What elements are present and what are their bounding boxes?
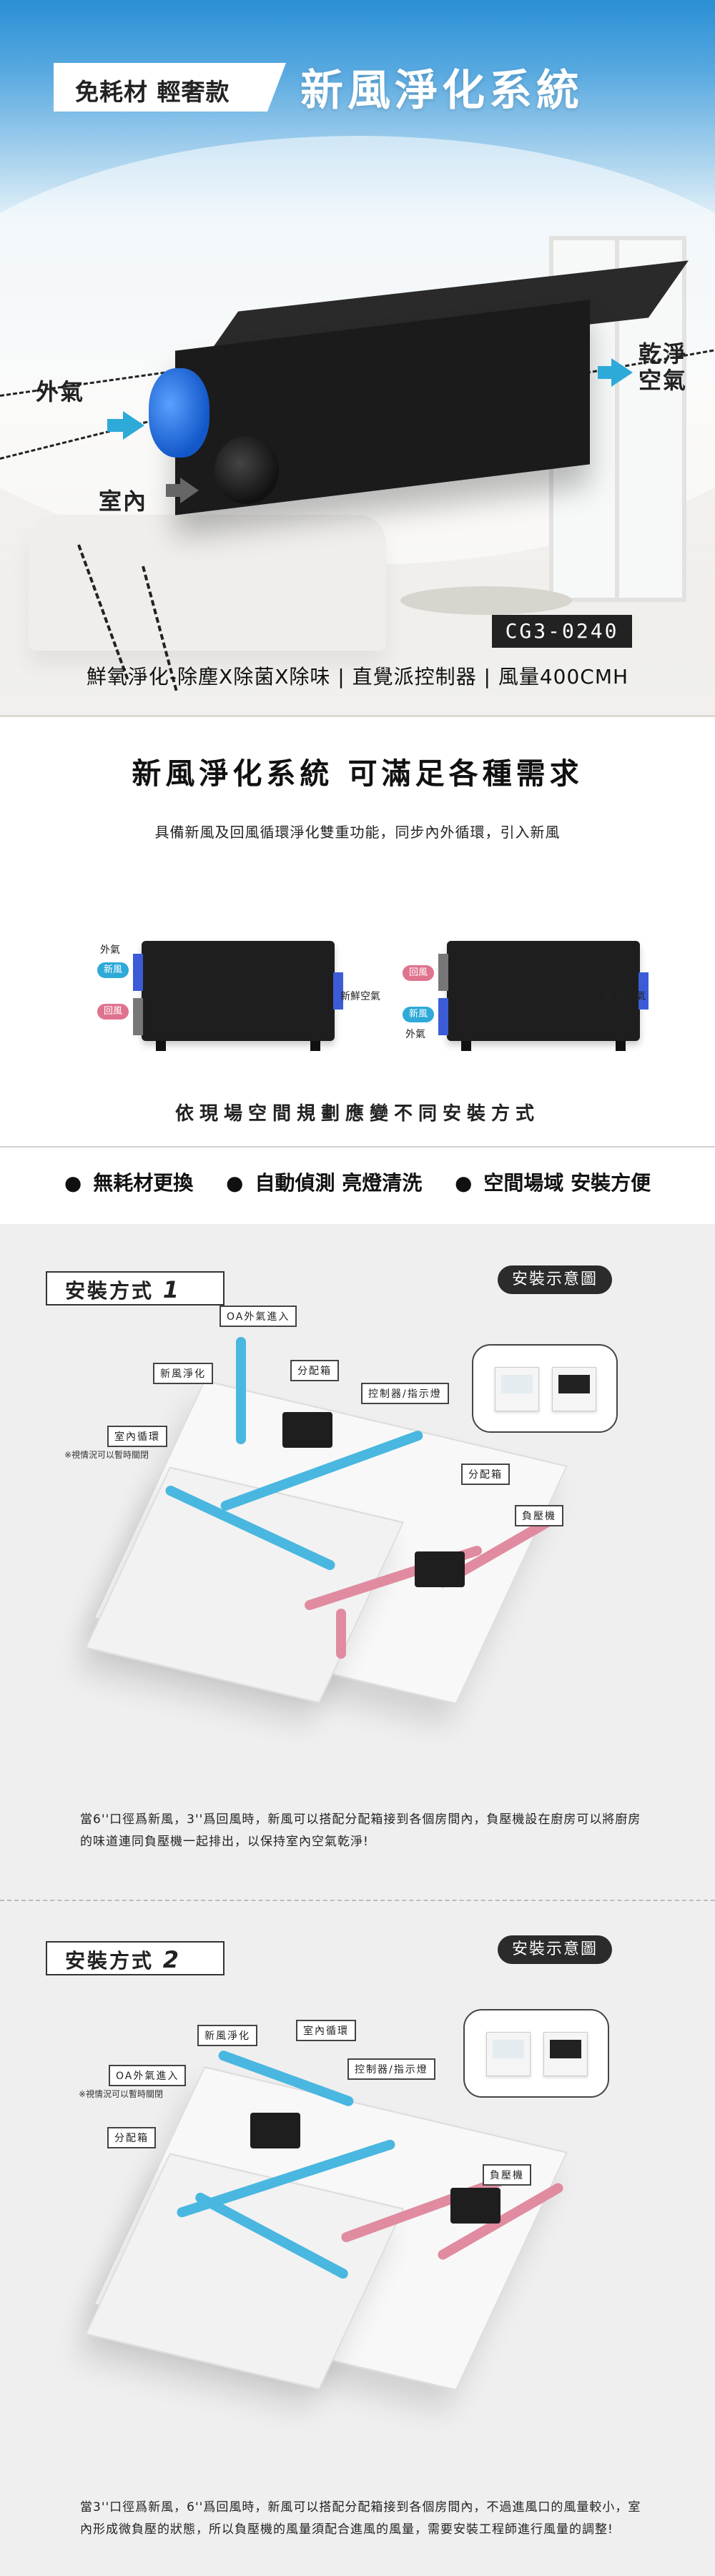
outside-air-label: 外氣 xyxy=(36,378,85,405)
table-background xyxy=(400,586,572,615)
arrow-right-icon xyxy=(180,478,199,503)
fresh-air-unit xyxy=(250,2113,300,2148)
bullet-dot-icon: ● xyxy=(454,1171,473,1195)
install-method-1-title: 安裝方式 1 xyxy=(46,1271,225,1306)
note: ※視情況可以暫時關閉 xyxy=(79,2089,164,2099)
demo-label: 安裝示意圖 xyxy=(498,1935,612,1964)
controller-icon xyxy=(486,2032,531,2076)
callout-negative: 負壓機 xyxy=(515,1505,563,1526)
feature-line: 鮮氧淨化-除塵X除菌X除味 | 直覺派控制器 | 風量400CMH xyxy=(86,665,629,689)
callout-distributor: 分配箱 xyxy=(107,2127,156,2148)
outside-label: 外氣 xyxy=(405,1029,425,1040)
bullet-dot-icon: ● xyxy=(64,1171,82,1195)
hero-tag: 免耗材 輕奢款 xyxy=(54,63,286,112)
callout-controller: 控制器/指示燈 xyxy=(347,2058,435,2080)
black-duct-outlet xyxy=(214,436,279,504)
blue-duct-inlet xyxy=(149,368,209,458)
unit-diagram-right xyxy=(438,941,649,1051)
callout-indoor: 室內循環 xyxy=(107,1426,167,1447)
callout-oa: OA外氣進入 xyxy=(220,1306,297,1327)
fresh-pill: 新風 xyxy=(97,962,129,978)
arrow-right-icon xyxy=(611,358,633,387)
callout-fresh: 新風淨化 xyxy=(153,1363,213,1384)
fresh-air-output-label: 新鮮空氣 xyxy=(340,991,380,1002)
controller-bubble xyxy=(463,2009,609,2098)
indoor-label: 室內 xyxy=(99,488,148,515)
arrow-right-icon xyxy=(123,411,144,440)
install1-description: 當6''口徑爲新風，3''爲回風時，新風可以搭配分配箱接到各個房間內，負壓機設在… xyxy=(80,1812,641,1849)
needs-title: 新風淨化系統 可滿足各種需求 xyxy=(132,756,583,791)
callout-fresh: 新風淨化 xyxy=(197,2025,257,2046)
clean-air-label-1: 乾淨 xyxy=(638,340,688,367)
indicator-icon xyxy=(552,1367,596,1411)
bullet-item: ●自動偵測 亮燈清洗 xyxy=(226,1171,423,1195)
callout-distributor-2: 分配箱 xyxy=(461,1464,510,1485)
bullet-item: ●無耗材更換 xyxy=(64,1171,194,1195)
fresh-air-unit xyxy=(282,1412,332,1448)
feature-bullets: ●無耗材更換 ●自動偵測 亮燈清洗 ●空間場域 安裝方便 xyxy=(0,1168,715,1196)
controller-icon xyxy=(495,1367,539,1411)
outside-label: 外氣 xyxy=(100,944,120,956)
sofa-background xyxy=(29,515,386,651)
return-pill: 回風 xyxy=(97,1004,129,1020)
negative-pressure-unit xyxy=(415,1551,465,1587)
return-pill: 回風 xyxy=(403,965,434,981)
indicator-icon xyxy=(543,2032,588,2076)
model-badge: CG3-0240 xyxy=(492,615,632,648)
divider xyxy=(0,1900,715,1901)
note: ※視情況可以暫時關閉 xyxy=(64,1450,149,1460)
callout-controller: 控制器/指示燈 xyxy=(361,1383,449,1404)
hero-banner: 免耗材 輕奢款 新風淨化系統 外氣 室內 乾淨 空氣 CG3-0240 鮮氧淨化… xyxy=(0,0,715,717)
fresh-pill: 新風 xyxy=(403,1007,434,1022)
demo-label: 安裝示意圖 xyxy=(498,1265,612,1294)
hero-title: 新風淨化系統 xyxy=(300,66,583,116)
callout-indoor: 室內循環 xyxy=(296,2020,356,2041)
install2-description: 當3''口徑爲新風，6''爲回風時，新風可以搭配分配箱接到各個房間內，不過進風口… xyxy=(80,2500,641,2537)
callout-distributor: 分配箱 xyxy=(290,1360,339,1381)
install-footer: 依現場空間規劃應變不同安裝方式 xyxy=(174,1103,540,1125)
bullet-item: ●空間場域 安裝方便 xyxy=(454,1171,651,1195)
fresh-air-output-label: 新鮮空氣 xyxy=(606,991,646,1002)
bullet-dot-icon: ● xyxy=(226,1171,244,1195)
unit-diagram-left xyxy=(133,941,343,1051)
controller-bubble xyxy=(472,1344,618,1433)
divider xyxy=(0,1146,715,1148)
negative-pressure-unit xyxy=(450,2188,500,2224)
needs-subtitle: 具備新風及回風循環淨化雙重功能，同步內外循環，引入新風 xyxy=(154,824,561,841)
install-method-2-title: 安裝方式 2 xyxy=(46,1941,225,1975)
callout-negative: 負壓機 xyxy=(483,2164,531,2186)
callout-oa: OA外氣進入 xyxy=(109,2065,187,2086)
clean-air-label-2: 空氣 xyxy=(638,367,688,394)
